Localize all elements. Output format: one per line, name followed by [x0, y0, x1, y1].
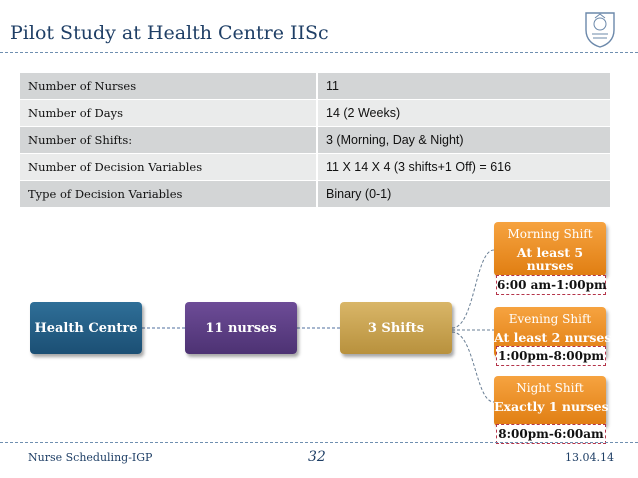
title-divider [0, 52, 638, 53]
night-shift-time: 8:00pm-6:00am [496, 424, 606, 444]
morning-shift-box: Morning Shift At least 5 nurses [494, 222, 606, 276]
table-cell: 14 (2 Weeks) [317, 99, 610, 127]
shift-name: Evening Shift [508, 312, 592, 326]
shift-requirement: At least 5 [516, 245, 584, 260]
health-centre-box: Health Centre [30, 302, 142, 354]
page-number: 32 [308, 449, 326, 465]
table-cell: 11 X 14 X 4 (3 shifts+1 Off) = 616 [317, 153, 610, 181]
shift-name: Night Shift [516, 381, 584, 395]
table-cell: 3 (Morning, Day & Night) [317, 126, 610, 154]
table-row: Number of Decision Variables 11 X 14 X 4… [20, 153, 610, 181]
morning-shift-time: 6:00 am-1:00pm [496, 275, 607, 295]
table-row: Number of Days 14 (2 Weeks) [20, 99, 610, 127]
shift-requirement-unit: nurses [526, 258, 574, 273]
slide-title: Pilot Study at Health Centre IISc [10, 22, 329, 44]
nurses-box: 11 nurses [185, 302, 297, 354]
title-area: Pilot Study at Health Centre IISc [0, 0, 638, 62]
table-cell: Number of Decision Variables [20, 153, 318, 181]
table-row: Number of Shifts: 3 (Morning, Day & Nigh… [20, 126, 610, 154]
shifts-box: 3 Shifts [340, 302, 452, 354]
institute-seal-icon [585, 12, 615, 48]
table-cell: Number of Days [20, 99, 318, 127]
shift-requirement: Exactly 1 nurses [494, 399, 609, 414]
table-cell: Type of Decision Variables [20, 180, 318, 208]
evening-shift-time: 1:00pm-8:00pm [496, 346, 606, 366]
footer-date: 13.04.14 [565, 451, 614, 464]
shift-requirement: At least 2 nurses [494, 330, 612, 345]
night-shift-box: Night Shift Exactly 1 nurses [494, 376, 609, 426]
table-cell: 11 [317, 72, 610, 100]
info-table: Number of Nurses 11 Number of Days 14 (2… [20, 72, 610, 208]
table-cell: Number of Shifts: [20, 126, 318, 154]
footer-title: Nurse Scheduling-IGP [28, 451, 153, 464]
table-cell: Binary (0-1) [317, 180, 610, 208]
table-row: Type of Decision Variables Binary (0-1) [20, 180, 610, 208]
footer-divider [0, 442, 638, 443]
shift-name: Morning Shift [507, 227, 593, 241]
